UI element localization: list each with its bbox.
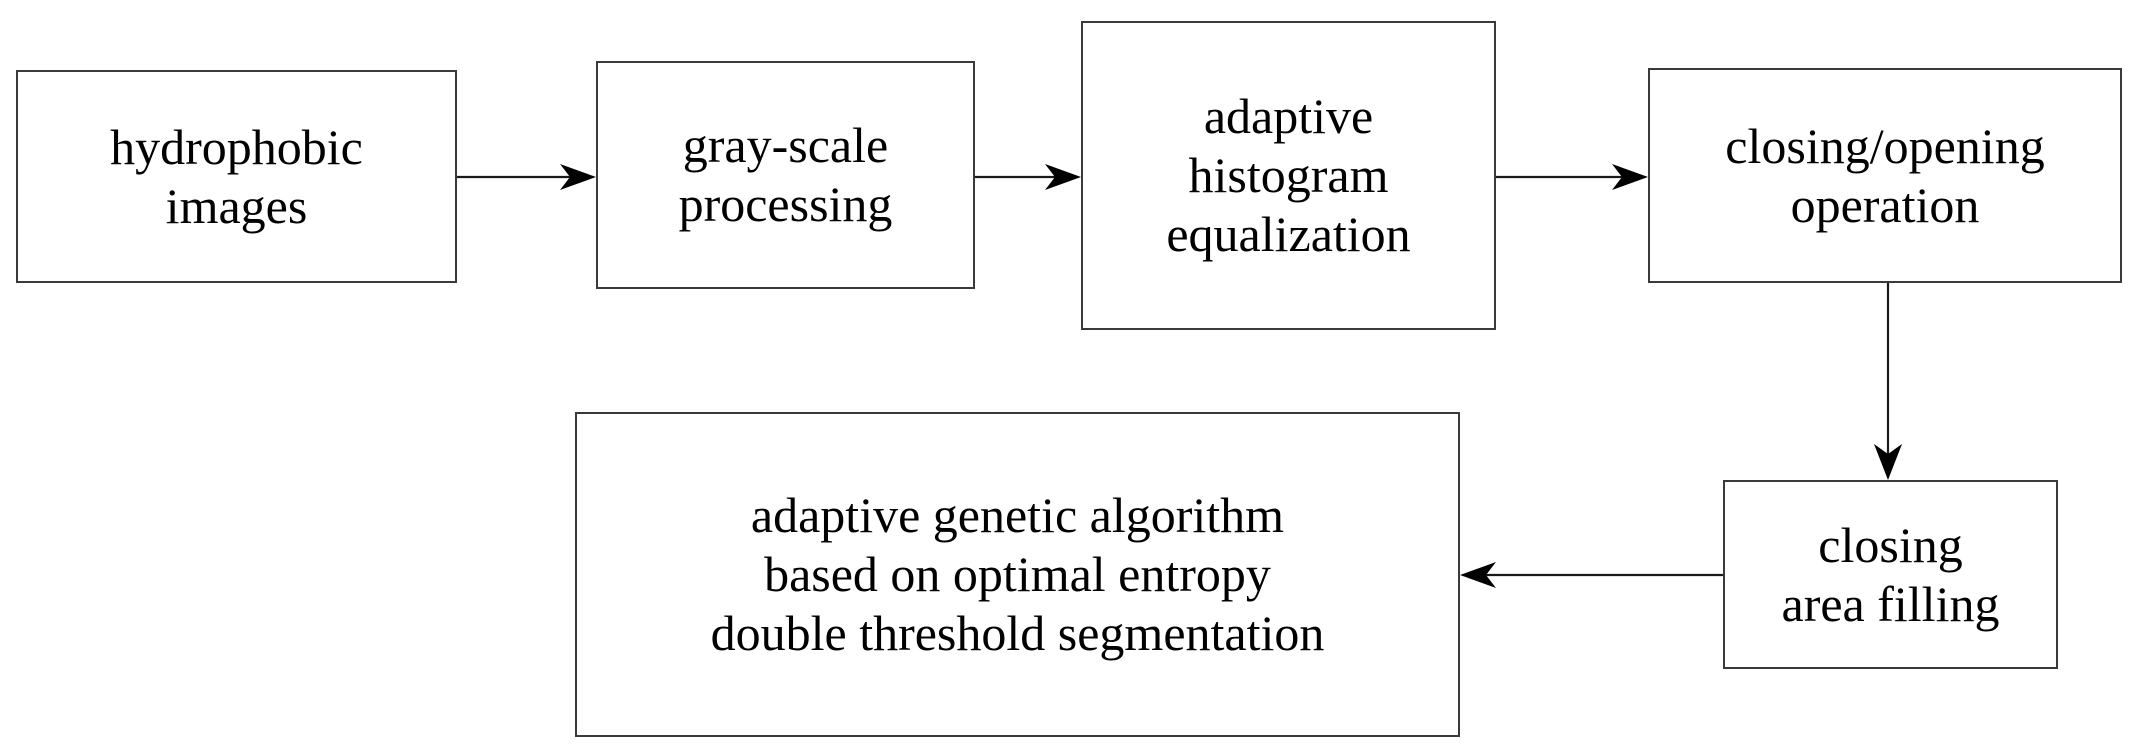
edge-hydrophobic-images-to-gray-scale-processing [457, 164, 596, 190]
edge-adaptive-histogram-equalization-to-closing-opening-operation [1496, 164, 1648, 190]
node-hydrophobic-images[interactable]: hydrophobic images [16, 70, 457, 283]
edge-closing-area-filling-to-adaptive-genetic-algorithm [1460, 562, 1723, 588]
node-closing-area-filling[interactable]: closing area filling [1723, 480, 2058, 669]
node-hydrophobic-images-label: hydrophobic images [110, 118, 363, 234]
node-adaptive-histogram-equalization-label: adaptive histogram equalization [1166, 88, 1411, 262]
node-closing-opening-operation[interactable]: closing/opening operation [1648, 68, 2122, 283]
edge-gray-scale-processing-to-adaptive-histogram-equalization [975, 164, 1081, 190]
node-closing-area-filling-label: closing area filling [1781, 516, 2000, 632]
node-adaptive-genetic-algorithm-label: adaptive genetic algorithm based on opti… [710, 487, 1325, 661]
node-gray-scale-processing[interactable]: gray-scale processing [596, 61, 975, 289]
edge-closing-opening-operation-to-closing-area-filling [1874, 283, 1902, 480]
node-adaptive-histogram-equalization[interactable]: adaptive histogram equalization [1081, 21, 1496, 330]
node-closing-opening-operation-label: closing/opening operation [1725, 117, 2045, 233]
node-adaptive-genetic-algorithm[interactable]: adaptive genetic algorithm based on opti… [575, 412, 1460, 737]
node-gray-scale-processing-label: gray-scale processing [678, 117, 893, 232]
